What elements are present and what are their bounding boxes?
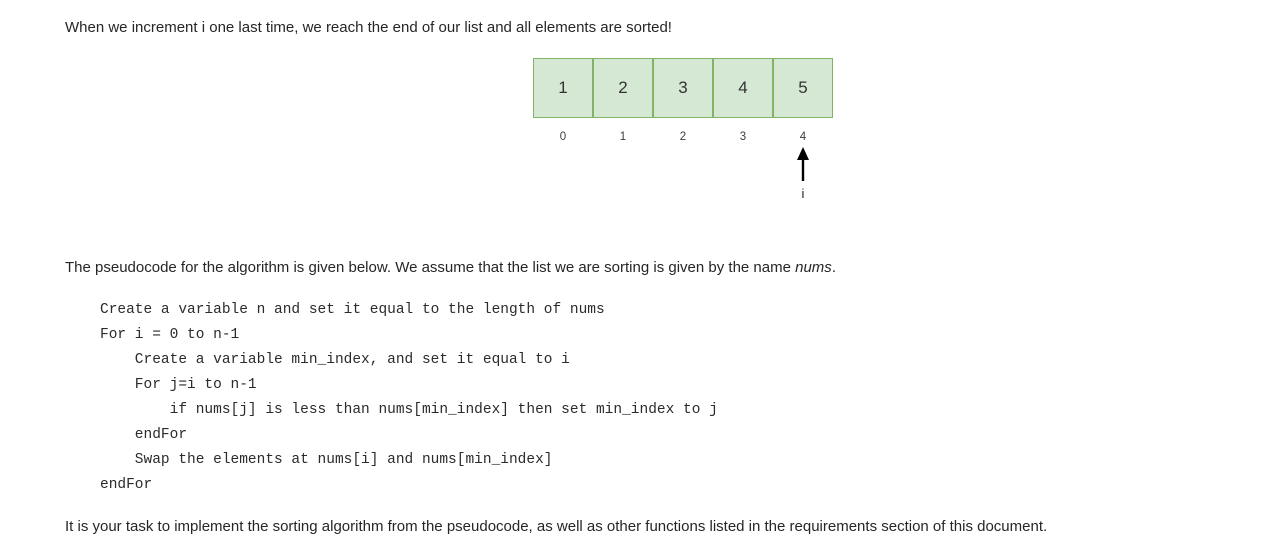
list-name-italic: nums [795, 259, 832, 276]
pseudocode-line: endFor [100, 427, 188, 443]
array-cell: 2 [593, 58, 653, 118]
pseudocode-intro-period: . [831, 259, 836, 276]
array-cell: 3 [653, 58, 713, 118]
pseudocode-line: endFor [100, 477, 153, 493]
pseudocode-line: For i = 0 to n-1 [100, 327, 240, 343]
pseudocode-intro-text: The pseudocode for the algorithm is give… [65, 259, 796, 276]
array-cell: 4 [713, 58, 773, 118]
outro-paragraph: It is your task to implement the sorting… [65, 518, 1048, 535]
intro-paragraph: When we increment i one last time, we re… [65, 19, 672, 36]
pseudocode-block: Create a variable n and set it equal to … [100, 298, 718, 498]
pseudocode-line: For j=i to n-1 [100, 377, 257, 393]
array-index-label: 2 [679, 131, 687, 143]
array-index-label: 1 [619, 131, 627, 143]
pseudocode-line: Create a variable min_index, and set it … [100, 352, 570, 368]
array-index-label: 3 [739, 131, 747, 143]
array-index-label: 4 [799, 131, 807, 143]
pseudocode-line: if nums[j] is less than nums[min_index] … [100, 402, 718, 418]
array-cell: 5 [773, 58, 833, 118]
pseudocode-intro-paragraph: The pseudocode for the algorithm is give… [65, 259, 836, 276]
up-arrow-icon [797, 147, 809, 181]
pseudocode-line: Swap the elements at nums[i] and nums[mi… [100, 452, 553, 468]
array-indices-row: 0 1 2 3 4 [533, 131, 833, 144]
pointer-i-label: i [801, 186, 805, 201]
pseudocode-line: Create a variable n and set it equal to … [100, 302, 605, 318]
array-cell: 1 [533, 58, 593, 118]
array-index-label: 0 [559, 131, 567, 143]
